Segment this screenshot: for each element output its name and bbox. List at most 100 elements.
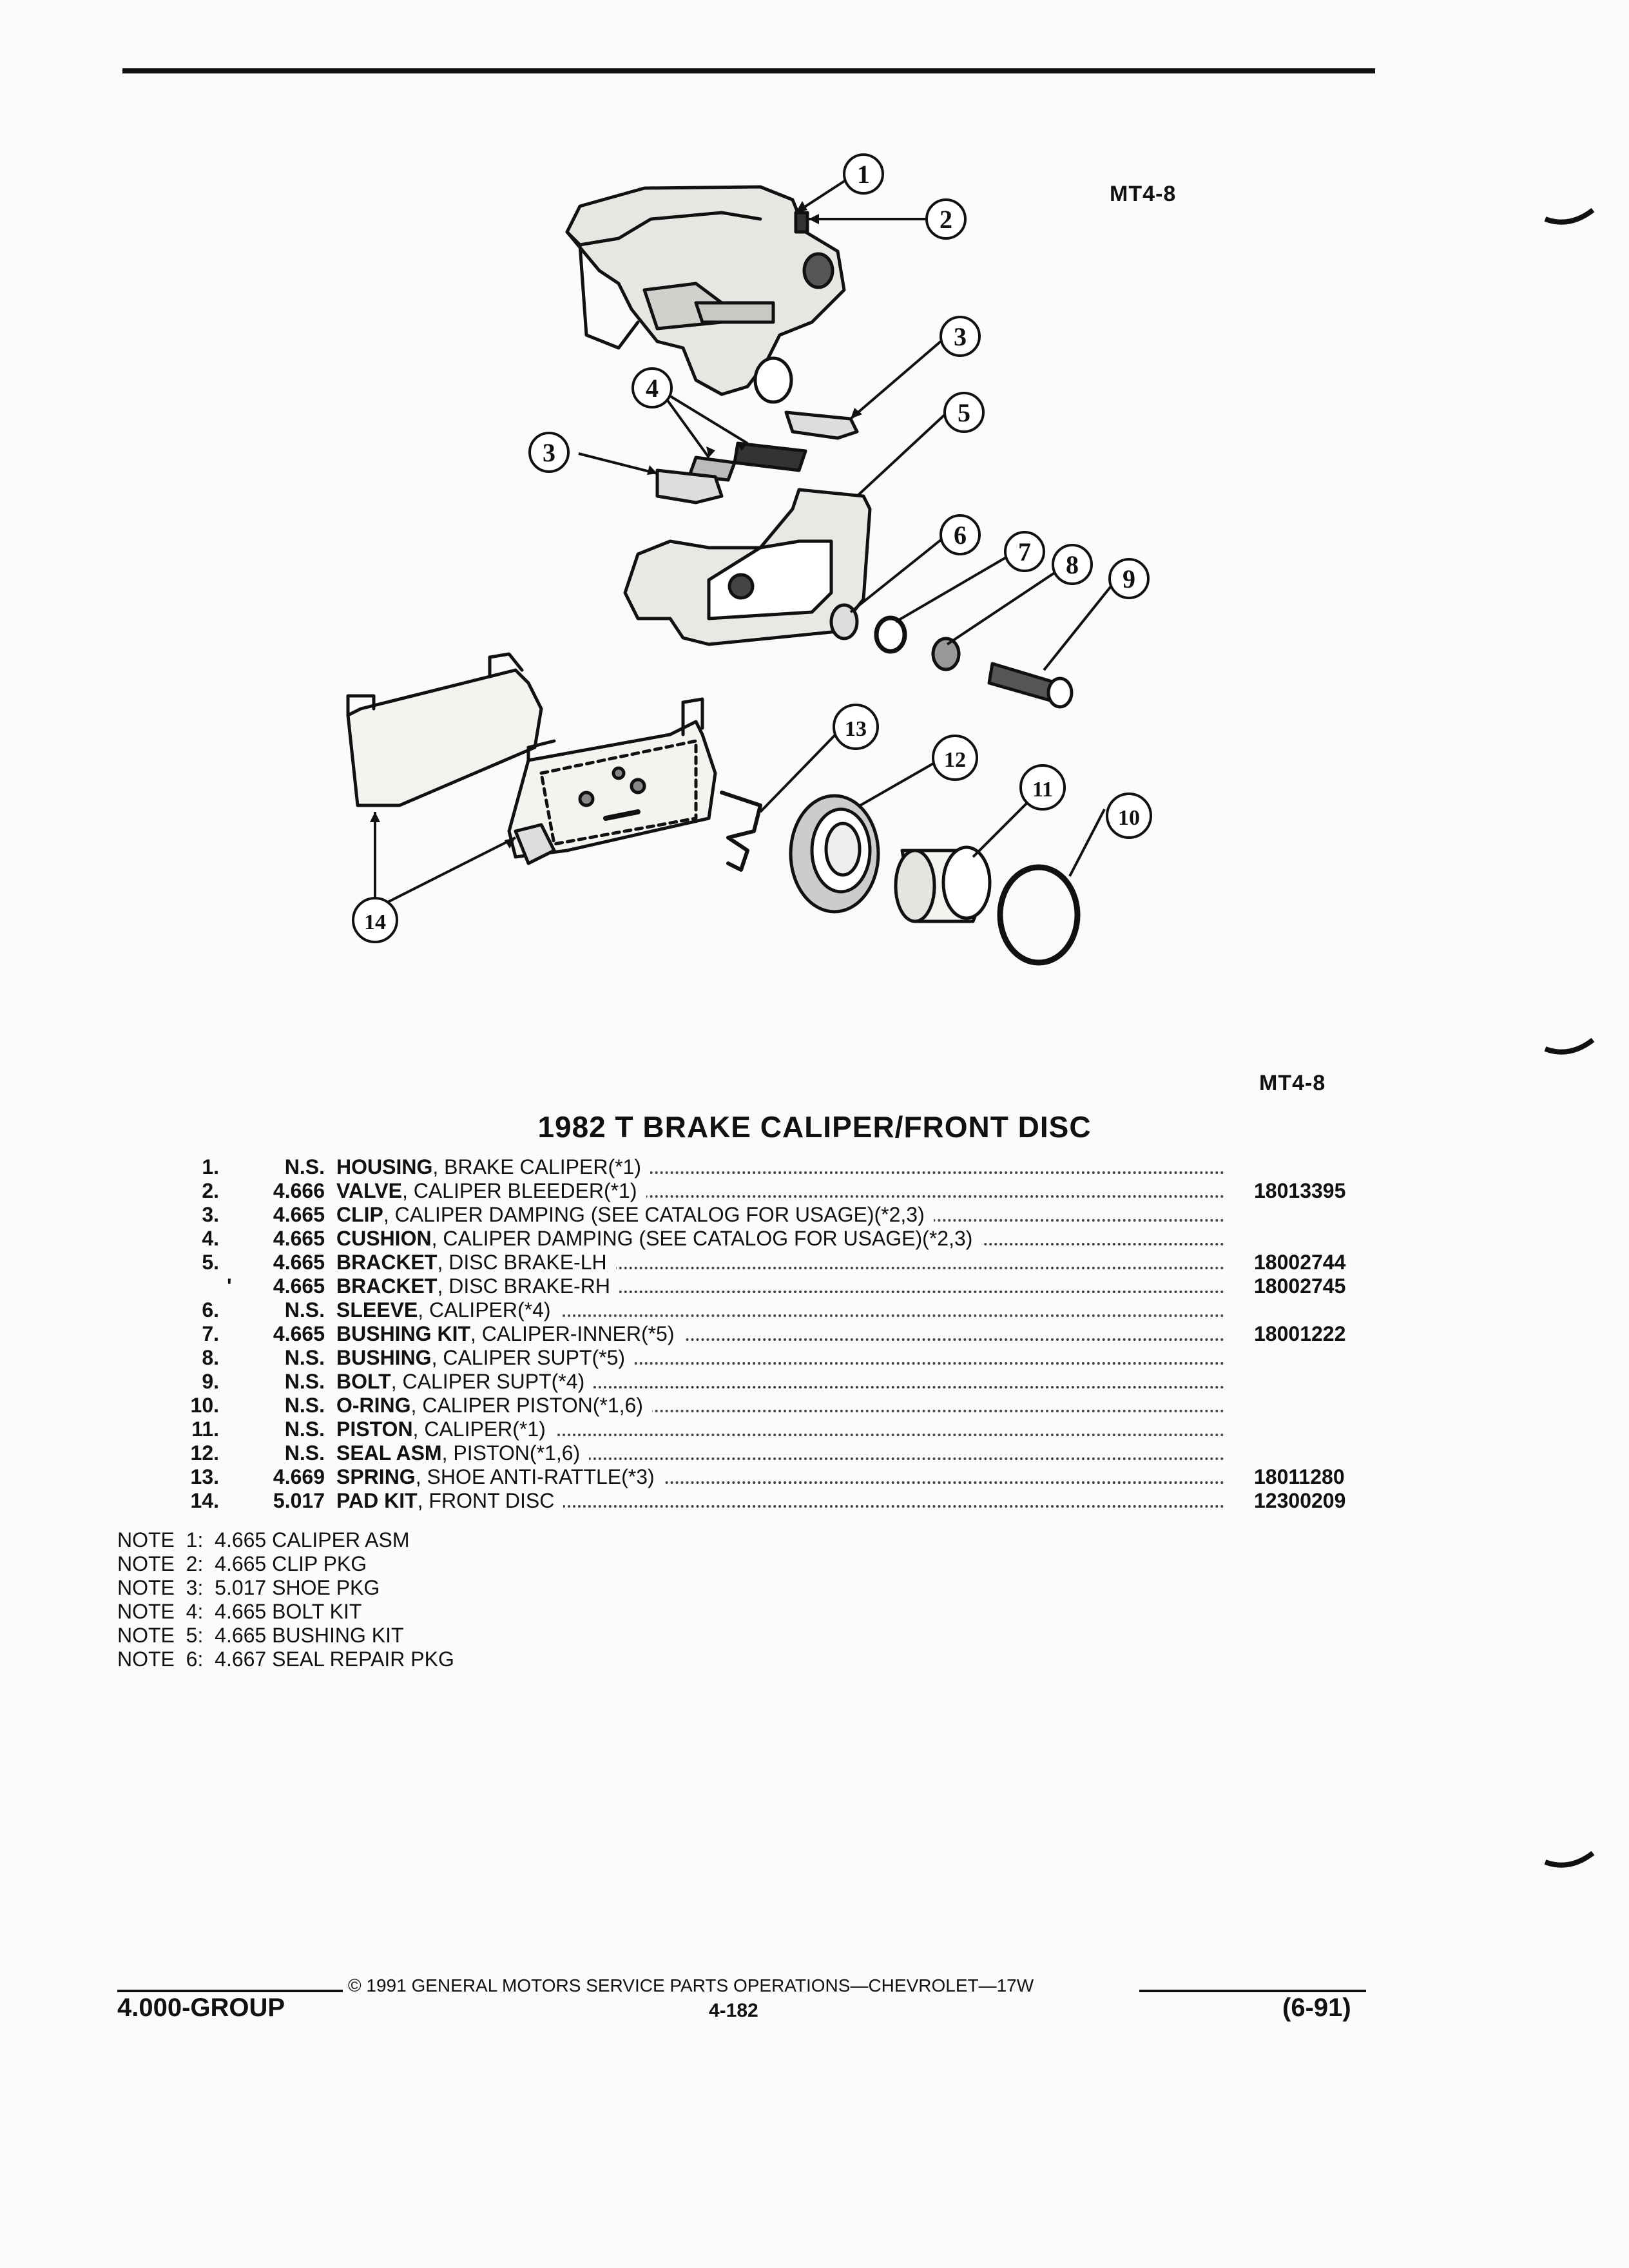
footer-group: 4.000-GROUP bbox=[117, 1994, 285, 2022]
damping-clip-lower bbox=[655, 468, 724, 505]
dot-leader bbox=[336, 1195, 1224, 1198]
part-number: 18013395 bbox=[1254, 1179, 1346, 1202]
group-number: 4.665 bbox=[273, 1203, 325, 1226]
note-line: NOTE 3: 5.017 SHOE PKG bbox=[117, 1576, 380, 1599]
part-detail: , CALIPER DAMPING (SEE CATALOG FOR USAGE… bbox=[383, 1203, 925, 1226]
parts-row: 14. 5.017 PAD KIT, FRONT DISC 12300209 bbox=[0, 1488, 1629, 1513]
item-number: 2. bbox=[202, 1179, 219, 1202]
part-detail: , CALIPER BLEEDER(*1) bbox=[401, 1179, 637, 1202]
part-detail: , CALIPER PISTON(*1,6) bbox=[410, 1394, 643, 1417]
part-description: SLEEVE, CALIPER(*4) bbox=[336, 1298, 560, 1322]
group-number: 5.017 bbox=[273, 1489, 325, 1512]
part-description: CLIP, CALIPER DAMPING (SEE CATALOG FOR U… bbox=[336, 1202, 934, 1227]
part-number: 18002744 bbox=[1254, 1251, 1346, 1274]
group-number: 4.665 bbox=[273, 1322, 325, 1345]
item-number: 4. bbox=[202, 1227, 219, 1250]
part-detail: , FRONT DISC bbox=[417, 1489, 555, 1512]
part-description: BOLT, CALIPER SUPT(*4) bbox=[336, 1369, 594, 1394]
part-name: CLIP bbox=[336, 1203, 383, 1226]
anti-rattle-spring bbox=[720, 791, 762, 872]
group-number: 4.665 bbox=[273, 1251, 325, 1274]
part-detail: , CALIPER SUPT(*5) bbox=[431, 1346, 626, 1369]
dot-leader bbox=[336, 1291, 1224, 1293]
part-name: BUSHING KIT bbox=[336, 1322, 470, 1345]
group-number: 4.666 bbox=[273, 1179, 325, 1202]
svg-text:5: 5 bbox=[958, 398, 970, 427]
item-number: 1. bbox=[202, 1155, 219, 1178]
note-line: NOTE 6: 4.667 SEAL REPAIR PKG bbox=[117, 1648, 454, 1671]
callout-12: 12 bbox=[932, 735, 978, 781]
disc-brake-bracket bbox=[623, 488, 872, 646]
parts-row: 11.N.S.PISTON, CALIPER(*1) bbox=[0, 1417, 1629, 1441]
callout-1: 1 bbox=[843, 153, 884, 195]
part-name: SEAL ASM bbox=[336, 1441, 442, 1465]
parts-row: 12.N.S.SEAL ASM, PISTON(*1,6) bbox=[0, 1441, 1629, 1465]
item-number: 12. bbox=[190, 1441, 219, 1465]
svg-text:8: 8 bbox=[1066, 550, 1079, 579]
part-name: BUSHING bbox=[336, 1346, 432, 1369]
group-number: 4.665 bbox=[273, 1274, 325, 1298]
dot-leader bbox=[336, 1362, 1224, 1365]
part-number: 18011280 bbox=[1254, 1465, 1345, 1488]
part-detail: , BRAKE CALIPER(*1) bbox=[432, 1155, 641, 1178]
group-number: N.S. bbox=[284, 1346, 325, 1369]
figure-id-bottom: MT4-8 bbox=[1259, 1071, 1326, 1095]
part-description: BRACKET, DISC BRAKE-LH bbox=[336, 1250, 616, 1274]
svg-text:4: 4 bbox=[646, 374, 659, 403]
callout-14: 14 bbox=[352, 897, 398, 943]
piston-o-ring bbox=[997, 864, 1081, 966]
item-mark: ' bbox=[227, 1274, 232, 1298]
callout-9: 9 bbox=[1108, 558, 1150, 599]
parts-row: 9.N.S.BOLT, CALIPER SUPT(*4) bbox=[0, 1369, 1629, 1394]
margin-mark bbox=[1544, 207, 1595, 225]
parts-row: 8.N.S.BUSHING, CALIPER SUPT(*5) bbox=[0, 1345, 1629, 1370]
callout-8: 8 bbox=[1052, 544, 1093, 585]
dot-leader bbox=[336, 1410, 1224, 1412]
svg-text:1: 1 bbox=[857, 160, 870, 189]
pad-outer bbox=[346, 652, 543, 807]
piston-seal bbox=[789, 794, 880, 914]
footer-page-number: 4-182 bbox=[709, 2000, 758, 2021]
part-description: PISTON, CALIPER(*1) bbox=[336, 1417, 555, 1441]
dot-leader bbox=[336, 1171, 1224, 1174]
item-number: 14. bbox=[190, 1489, 219, 1512]
group-number: N.S. bbox=[284, 1155, 325, 1178]
part-description: HOUSING, BRAKE CALIPER(*1) bbox=[336, 1155, 650, 1179]
svg-text:7: 7 bbox=[1018, 537, 1031, 566]
part-detail: , DISC BRAKE-RH bbox=[437, 1274, 610, 1298]
item-number: 6. bbox=[202, 1298, 219, 1321]
part-detail: , DISC BRAKE-LH bbox=[437, 1251, 607, 1274]
item-number: 9. bbox=[202, 1370, 219, 1393]
part-detail: , SHOE ANTI-RATTLE(*3) bbox=[415, 1465, 655, 1488]
copyright: © 1991 GENERAL MOTORS SERVICE PARTS OPER… bbox=[348, 1975, 1034, 1995]
item-number: 13. bbox=[190, 1465, 219, 1488]
svg-text:2: 2 bbox=[940, 205, 952, 234]
svg-text:3: 3 bbox=[543, 438, 555, 467]
part-detail: , CALIPER(*4) bbox=[418, 1298, 551, 1321]
group-number: N.S. bbox=[284, 1394, 325, 1417]
part-description: O-RING, CALIPER PISTON(*1,6) bbox=[336, 1393, 652, 1418]
svg-text:9: 9 bbox=[1123, 564, 1135, 593]
dot-leader bbox=[336, 1481, 1224, 1484]
part-name: SPRING bbox=[336, 1465, 416, 1488]
part-name: PAD KIT bbox=[336, 1489, 418, 1512]
parts-row: 1. N.S. HOUSING, BRAKE CALIPER(*1) bbox=[0, 1155, 1629, 1179]
part-number: 12300209 bbox=[1254, 1489, 1346, 1512]
part-name: CUSHION bbox=[336, 1227, 432, 1250]
dot-leader bbox=[336, 1314, 1224, 1317]
part-detail: , CALIPER DAMPING (SEE CATALOG FOR USAGE… bbox=[431, 1227, 973, 1250]
svg-text:10: 10 bbox=[1118, 806, 1140, 830]
part-name: SLEEVE bbox=[336, 1298, 418, 1321]
callout-5: 5 bbox=[943, 392, 985, 433]
svg-text:11: 11 bbox=[1032, 778, 1053, 802]
svg-text:3: 3 bbox=[954, 322, 967, 351]
part-detail: , CALIPER SUPT(*4) bbox=[390, 1370, 585, 1393]
part-name: BRACKET bbox=[336, 1251, 438, 1274]
bushing-inner bbox=[874, 615, 907, 654]
